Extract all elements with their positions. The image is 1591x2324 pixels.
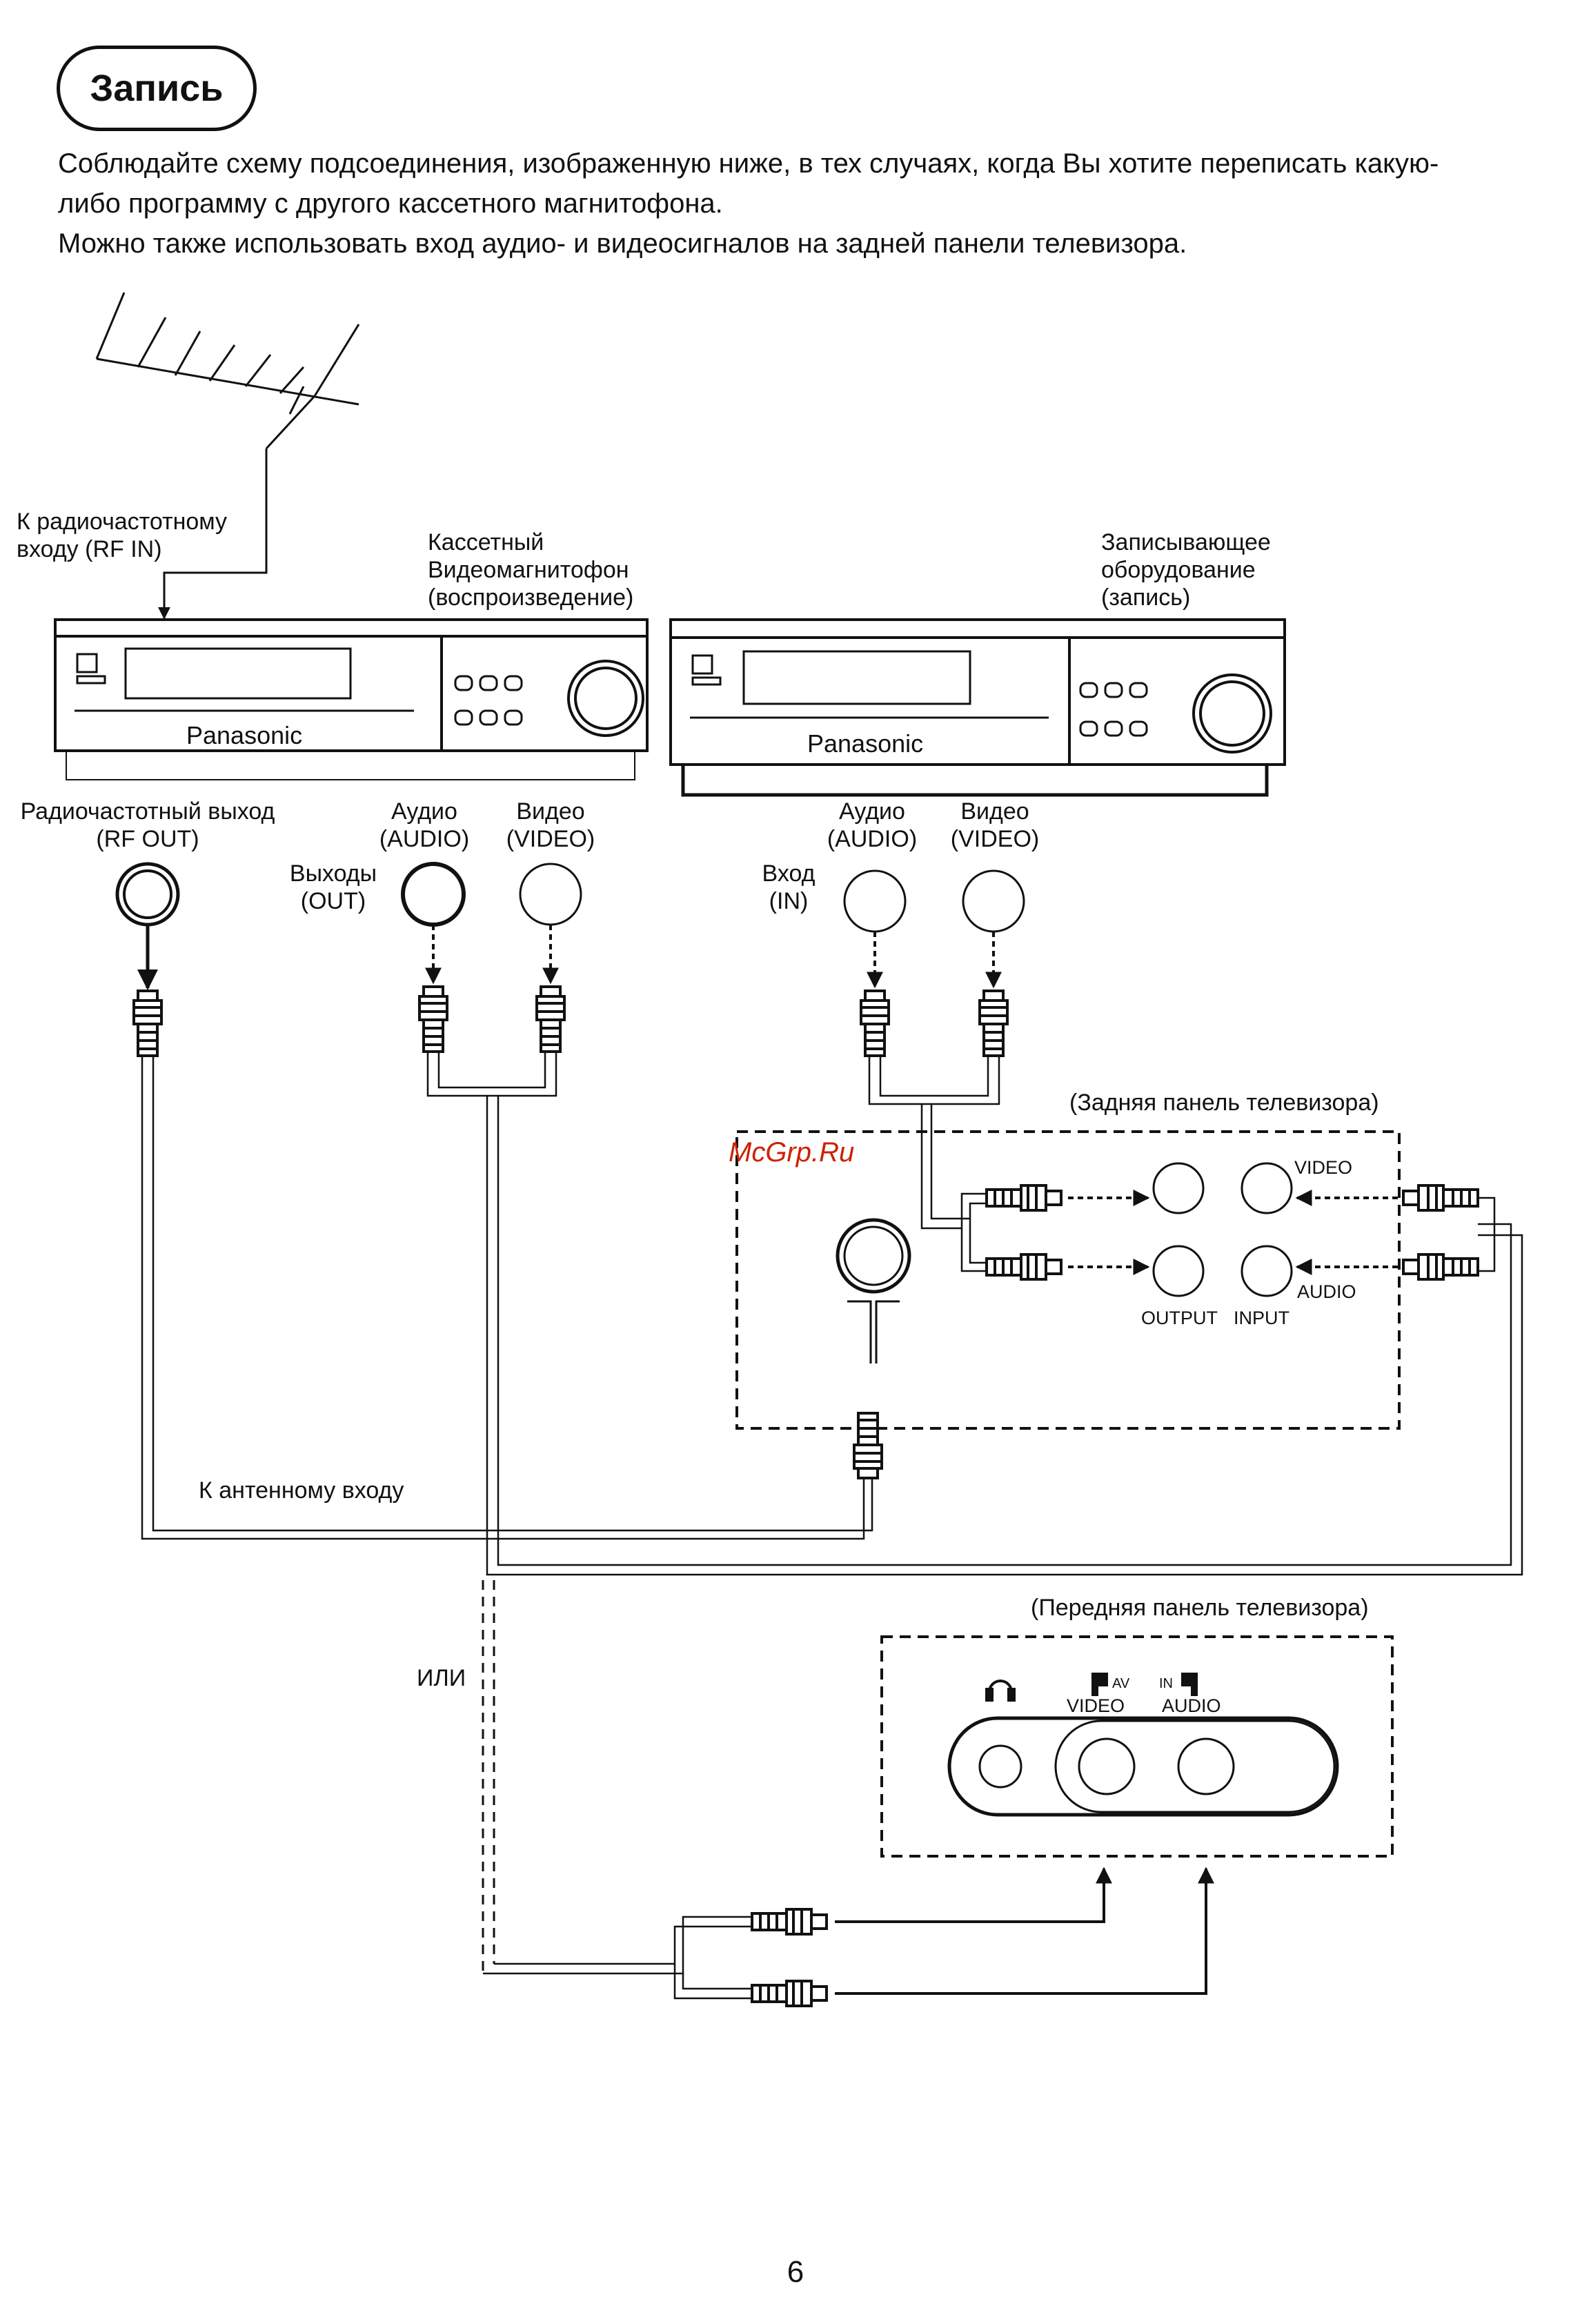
section-heading: Запись	[57, 46, 257, 131]
headphone-jack	[978, 1744, 1022, 1789]
recorder-video-in-jack	[962, 869, 1025, 933]
front-audio-label: AUDIO	[1162, 1695, 1221, 1716]
cables	[141, 1052, 1523, 1576]
player-label-line3: (воспроизведение)	[428, 584, 634, 611]
rf-plug	[132, 989, 163, 1057]
front-in-label: IN	[1159, 1676, 1173, 1691]
section-heading-text: Запись	[90, 68, 224, 109]
antenna-input-label: К антенному входу	[199, 1477, 404, 1504]
rear-plug-1	[985, 1184, 1063, 1212]
rear-audio-output-jack	[1152, 1245, 1205, 1297]
player-brand: Panasonic	[186, 721, 303, 749]
player-label-line2: Видеомагнитофон	[428, 557, 629, 583]
input-label-line1: Вход	[762, 860, 816, 887]
outputs-label-line1: Выходы	[289, 860, 377, 887]
rear-antenna-plug	[853, 1412, 883, 1479]
player-audio-label-line2: (AUDIO)	[379, 826, 470, 852]
in-marker-icon	[1181, 1673, 1198, 1696]
recorder-label-line1: Записывающее	[1101, 529, 1271, 555]
tv-rear-panel	[735, 1130, 1401, 1430]
tv-front-panel	[880, 1635, 1394, 1858]
rf-out-jack	[115, 862, 180, 927]
rf-out-label-line1: Радиочастотный выход	[20, 798, 275, 825]
outputs-label-line2: (OUT)	[300, 888, 366, 914]
recorder-audio-label-line1: Аудио	[839, 798, 905, 825]
intro-line-1: Соблюдайте схему подсоединения, изображе…	[58, 148, 1439, 179]
player-audio-label-line1: Аудио	[391, 798, 457, 825]
page-number: 6	[787, 2255, 804, 2289]
player-video-label-line1: Видео	[516, 798, 585, 825]
rear-video-label: VIDEO	[1294, 1157, 1353, 1178]
front-audio-jack	[1177, 1737, 1235, 1795]
video-plug	[535, 985, 566, 1053]
rear-plug-2	[985, 1253, 1063, 1281]
recording-vcr	[669, 618, 1286, 797]
headphones-icon	[985, 1680, 1016, 1702]
front-video-plug	[751, 1908, 828, 1936]
playback-vcr	[54, 618, 649, 780]
intro-line-2: либо программу с другого кассетного магн…	[58, 188, 723, 219]
recorder-video-label-line2: (VIDEO)	[950, 826, 1040, 852]
antenna-icon	[95, 292, 360, 620]
watermark: McGrp.Ru	[729, 1137, 855, 1168]
player-label-line1: Кассетный	[428, 529, 544, 555]
rear-panel-title: (Задняя панель телевизора)	[1069, 1090, 1379, 1116]
rear-output-label: OUTPUT	[1141, 1308, 1218, 1328]
input-label-line2: (IN)	[769, 888, 809, 914]
rear-audio-input-jack	[1241, 1245, 1293, 1297]
rear-input-label: INPUT	[1234, 1308, 1289, 1328]
recorder-label-line3: (запись)	[1101, 584, 1191, 611]
rear-video-input-jack	[1241, 1162, 1293, 1214]
player-video-out-jack	[519, 863, 582, 926]
or-label: ИЛИ	[417, 1665, 466, 1691]
player-video-label-line2: (VIDEO)	[506, 826, 595, 852]
video-in-plug	[978, 989, 1009, 1057]
audio-plug	[418, 985, 448, 1053]
intro-paragraph: Соблюдайте схему подсоединения, изображе…	[58, 144, 1562, 264]
front-video-label: VIDEO	[1067, 1695, 1125, 1716]
recorder-video-label-line1: Видео	[960, 798, 1029, 825]
front-panel-title: (Передняя панель телевизора)	[1031, 1595, 1369, 1621]
recorder-audio-in-jack	[843, 869, 907, 933]
audio-in-plug	[860, 989, 890, 1057]
rear-audio-label: AUDIO	[1297, 1281, 1356, 1302]
rf-out-label-line2: (RF OUT)	[96, 826, 199, 852]
rear-video-output-jack	[1152, 1162, 1205, 1214]
front-av-label: AV	[1112, 1676, 1130, 1691]
rf-in-label-line1: К радиочастотному	[17, 509, 228, 535]
front-audio-plug	[751, 1980, 828, 2007]
alt-front-cable	[482, 1580, 495, 1973]
rf-in-label-line2: входу (RF IN)	[17, 536, 162, 562]
av-marker-icon	[1091, 1673, 1108, 1696]
front-video-jack	[1078, 1737, 1136, 1795]
recorder-brand: Panasonic	[807, 729, 924, 758]
intro-line-3: Можно также использовать вход аудио- и в…	[58, 228, 1187, 259]
player-audio-out-jack	[401, 862, 466, 927]
recorder-audio-label-line2: (AUDIO)	[827, 826, 918, 852]
recorder-label-line2: оборудование	[1101, 557, 1256, 583]
